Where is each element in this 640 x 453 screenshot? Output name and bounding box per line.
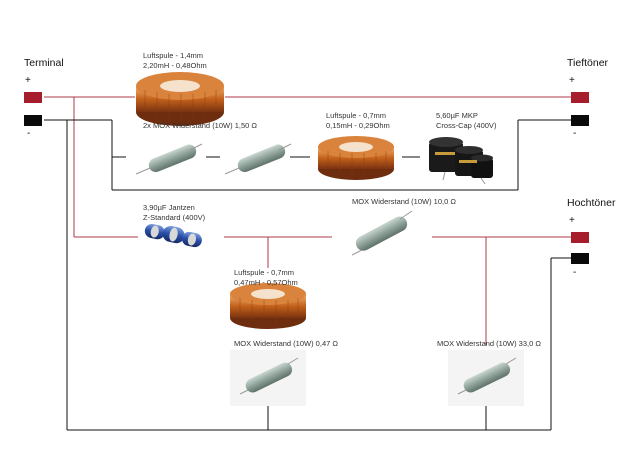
tweeter-minus-sign: - bbox=[573, 267, 577, 278]
cap-mkp-line1: 5,60µF MKP bbox=[436, 111, 478, 120]
coil-main-label: Luftspule - 1,4mm 2,20mH - 0,48Ohm bbox=[143, 51, 207, 71]
input-minus-sign: - bbox=[27, 128, 31, 139]
tweeter-terminal-title: Hochtöner bbox=[567, 197, 616, 209]
capacitor-icon bbox=[429, 137, 493, 185]
air-coil-icon bbox=[136, 72, 224, 126]
tweeter-plus-sign: + bbox=[569, 215, 575, 226]
coil-tweeter-line2: 0,47mH - 0,57Ohm bbox=[234, 278, 298, 287]
cap-jantzen-label: 3,90µF Jantzen Z-Standard (400V) bbox=[143, 203, 205, 223]
woofer-minus-sign: - bbox=[573, 128, 577, 139]
tweeter-terminal-positive bbox=[571, 232, 589, 243]
resistor-icon bbox=[135, 143, 203, 175]
resistor-icon bbox=[224, 143, 292, 175]
input-terminal-positive bbox=[24, 92, 42, 103]
air-coil-icon bbox=[230, 283, 306, 329]
capacitor-icon bbox=[144, 223, 202, 248]
input-plus-sign: + bbox=[25, 75, 31, 86]
coil-tweeter-line1: Luftspule - 0,7mm bbox=[234, 268, 295, 277]
tweeter-terminal-negative bbox=[571, 253, 589, 264]
resistor-series-label: MOX Widerstand (10W) 10,0 Ω bbox=[352, 197, 456, 206]
coil-notch-line2: 0,15mH - 0,29Ohm bbox=[326, 121, 390, 130]
woofer-terminal-negative bbox=[571, 115, 589, 126]
resistor-047-label: MOX Widerstand (10W) 0,47 Ω bbox=[234, 339, 338, 348]
positive-wires bbox=[44, 96, 571, 345]
woofer-terminal-title: Tieftöner bbox=[567, 57, 609, 69]
woofer-terminal-positive bbox=[571, 92, 589, 103]
woofer-plus-sign: + bbox=[569, 75, 575, 86]
coil-notch-label: Luftspule - 0,7mm 0,15mH - 0,29Ohm bbox=[326, 111, 390, 131]
resistor-33-label: MOX Widerstand (10W) 33,0 Ω bbox=[437, 339, 541, 348]
cap-mkp-line2: Cross-Cap (400V) bbox=[436, 121, 497, 130]
coil-main-line2: 2,20mH - 0,48Ohm bbox=[143, 61, 207, 70]
coil-main-line1: Luftspule - 1,4mm bbox=[143, 51, 204, 60]
resistor-icon bbox=[351, 210, 413, 256]
resistor-pair-label: 2x MOX Widerstand (10W) 1,50 Ω bbox=[143, 121, 257, 130]
air-coil-icon bbox=[318, 136, 394, 180]
resistor-icon bbox=[448, 350, 524, 406]
negative-wires bbox=[44, 119, 571, 431]
input-terminal-negative bbox=[24, 115, 42, 126]
coil-tweeter-label: Luftspule - 0,7mm 0,47mH - 0,57Ohm bbox=[234, 268, 298, 288]
cap-jantzen-line1: 3,90µF Jantzen bbox=[143, 203, 195, 212]
resistor-icon bbox=[230, 350, 306, 406]
cap-jantzen-line2: Z-Standard (400V) bbox=[143, 213, 206, 222]
input-terminal-title: Terminal bbox=[24, 57, 64, 69]
coil-notch-line1: Luftspule - 0,7mm bbox=[326, 111, 387, 120]
cap-mkp-label: 5,60µF MKP Cross-Cap (400V) bbox=[436, 111, 496, 131]
